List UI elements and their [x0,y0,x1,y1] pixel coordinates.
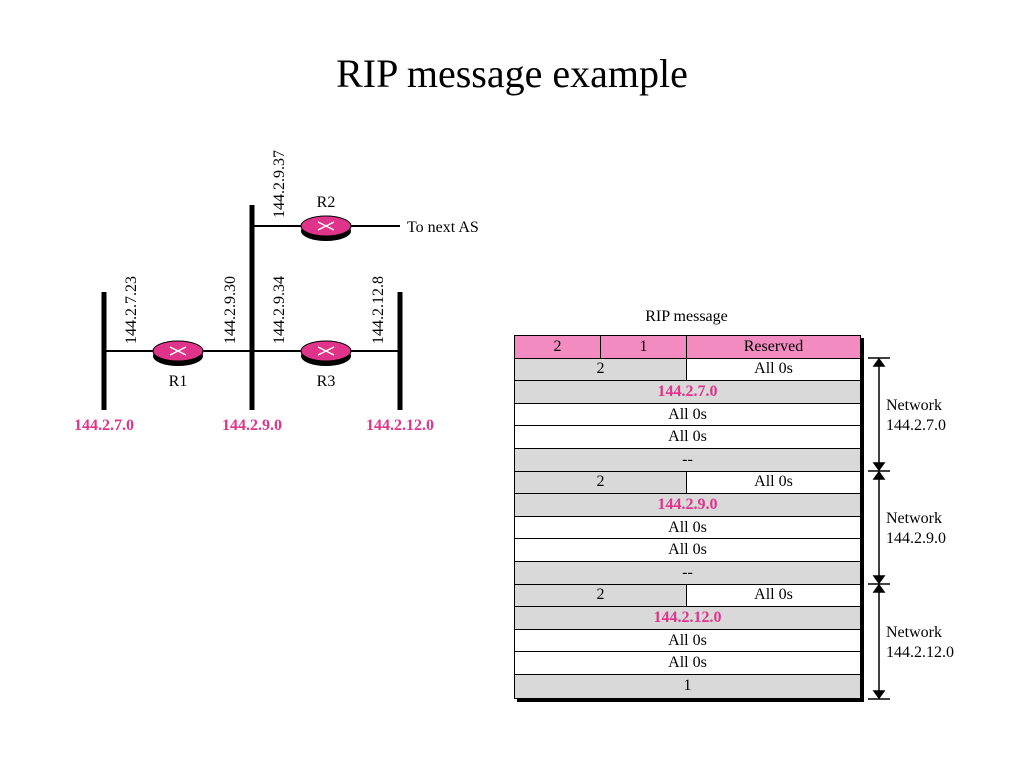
metric-row: -- [515,448,860,472]
interface-r2-up: 144.2.9.37 [271,150,288,218]
reserved-field: Reserved [743,337,804,355]
zeros-field: All 0s [687,471,860,494]
router-r1-label: R1 [169,373,188,390]
family-field: 2 [515,471,687,494]
network-3-address: 144.2.12.0 [366,417,434,434]
rip-message-table: 2 1 Reserved 2 All 0s 144.2.7.0 All 0s A… [514,335,861,699]
bracket-label-3: Network 144.2.12.0 [886,623,954,663]
zeros-field: All 0s [668,518,707,536]
bracket-address: 144.2.12.0 [886,644,954,661]
zeros-row: All 0s [515,403,860,427]
version-field: 1 [601,336,687,358]
metric-field: -- [682,563,693,581]
zeros-field: All 0s [668,631,707,649]
family-field: 2 [515,358,687,381]
rip-header-row: 2 1 Reserved [515,336,860,359]
zeros-field: All 0s [668,654,707,672]
zeros-field: All 0s [687,584,860,607]
network-2-address: 144.2.9.0 [222,417,282,434]
family-row: 2 All 0s [515,358,860,382]
zeros-field: All 0s [668,428,707,446]
family-row: 2 All 0s [515,584,860,608]
to-next-as-label: To next AS [407,219,479,236]
bracket-label-1: Network 144.2.7.0 [886,396,946,436]
family-row: 2 All 0s [515,471,860,495]
bracket-address: 144.2.7.0 [886,417,946,434]
zeros-field: All 0s [687,358,860,381]
metric-row: -- [515,561,860,585]
address-row: 144.2.9.0 [515,494,860,517]
network-brackets [868,357,890,700]
bracket-word: Network [886,624,942,641]
zeros-row: All 0s [515,426,860,449]
address-row: 144.2.12.0 [515,607,860,630]
metric-row: 1 [515,674,860,698]
address-row: 144.2.7.0 [515,381,860,404]
bracket-address: 144.2.9.0 [886,530,946,547]
network-address-field: 144.2.7.0 [657,382,718,400]
zeros-row: All 0s [515,629,860,653]
family-field: 2 [515,584,687,607]
metric-field: 1 [683,677,692,695]
router-r3 [300,340,352,366]
network-1-address: 144.2.7.0 [74,417,134,434]
router-r3-label: R3 [317,373,336,390]
zeros-row: All 0s [515,652,860,675]
interface-r1-left: 144.2.7.23 [123,276,140,344]
network-address-field: 144.2.9.0 [657,495,718,513]
zeros-row: All 0s [515,516,860,540]
router-r2-label: R2 [317,194,336,211]
bracket-word: Network [886,510,942,527]
router-r2 [300,215,352,241]
bracket-label-2: Network 144.2.9.0 [886,509,946,549]
page-title: RIP message example [336,51,688,96]
bracket-word: Network [886,397,942,414]
zeros-field: All 0s [668,541,707,559]
router-r1 [152,340,204,366]
zeros-field: All 0s [668,405,707,423]
zeros-row: All 0s [515,539,860,562]
interface-r3-right: 144.2.12.8 [370,276,387,344]
interface-r1-right: 144.2.9.30 [222,276,239,344]
interface-r3-left: 144.2.9.34 [271,276,288,344]
command-field: 2 [515,336,601,358]
metric-field: -- [682,450,693,468]
network-address-field: 144.2.12.0 [653,608,722,626]
rip-message-caption: RIP message [645,308,728,325]
